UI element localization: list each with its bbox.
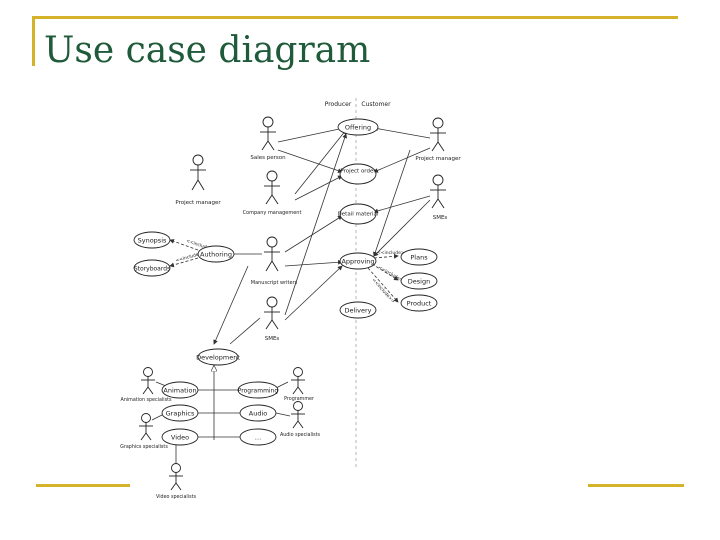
svg-text:Product: Product bbox=[407, 300, 432, 308]
lane-producer-label: Producer bbox=[325, 101, 352, 108]
edge-pm-offering bbox=[373, 126, 431, 139]
svg-text:Authoring: Authoring bbox=[200, 251, 232, 259]
edge-authoring-development bbox=[213, 265, 249, 345]
svg-text:Audio: Audio bbox=[249, 410, 267, 418]
actor-smes-bottom: SMEs bbox=[264, 296, 280, 342]
svg-text:Project manager: Project manager bbox=[415, 156, 461, 162]
use-case-offering: Offering bbox=[337, 118, 379, 136]
use-case-development: Development bbox=[196, 348, 240, 366]
actor-graphics-specialists: Graphics specialists bbox=[120, 413, 168, 450]
title-frame-top-rule bbox=[32, 16, 678, 19]
lane-labels: Producer Customer bbox=[325, 101, 391, 108]
use-case-approving: Approving bbox=[339, 252, 377, 270]
svg-text:Design: Design bbox=[408, 278, 430, 286]
use-case-animation: Animation bbox=[161, 381, 199, 399]
edge-sme-approving bbox=[373, 199, 431, 257]
svg-text:Sales person: Sales person bbox=[250, 155, 286, 161]
svg-text:SMEs: SMEs bbox=[265, 336, 280, 342]
actor-animation-specialists: Animation specialists bbox=[121, 367, 172, 403]
include-approving-product bbox=[367, 267, 399, 303]
use-case-more: … bbox=[239, 428, 277, 446]
svg-text:Animation specialists: Animation specialists bbox=[121, 397, 172, 403]
svg-text:…: … bbox=[255, 434, 262, 442]
slide-title: Use case diagram bbox=[44, 30, 371, 71]
edge-sme-detail bbox=[373, 195, 431, 214]
use-case-programming: Programming bbox=[237, 381, 279, 399]
use-case-authoring: Authoring bbox=[197, 245, 235, 263]
svg-text:Animation: Animation bbox=[163, 387, 196, 395]
actor-sales-person: Sales person bbox=[250, 116, 286, 161]
edge-pm-approving bbox=[373, 149, 411, 257]
actor-company-management: Company management bbox=[243, 170, 302, 216]
svg-text:Video specialists: Video specialists bbox=[156, 494, 196, 500]
footer-rule-right bbox=[588, 484, 684, 487]
edge-sales-offering bbox=[277, 126, 345, 143]
edge-smes-offering bbox=[284, 133, 347, 316]
use-case-product: Product bbox=[400, 294, 438, 312]
edge-programmer-programming bbox=[275, 381, 289, 389]
svg-text:Graphics specialists: Graphics specialists bbox=[120, 444, 168, 450]
use-case-design: Design bbox=[400, 272, 438, 290]
actor-audio-specialists: Audio specialists bbox=[280, 401, 321, 438]
edge-writers-detail bbox=[284, 215, 343, 253]
use-case-plans: Plans bbox=[400, 248, 438, 266]
use-case-storyboards: Storyboards bbox=[133, 259, 171, 277]
svg-text:Synopsis: Synopsis bbox=[138, 237, 167, 245]
svg-text:Project order: Project order bbox=[340, 169, 376, 175]
svg-text:Approving: Approving bbox=[341, 258, 374, 266]
actor-project-manager-left: Project manager bbox=[175, 154, 221, 206]
edge-smes-approving bbox=[284, 265, 343, 321]
svg-text:Detail material: Detail material bbox=[338, 212, 379, 218]
actor-video-specialists: Video specialists bbox=[156, 463, 196, 500]
actor-programmer: Programmer bbox=[284, 367, 314, 402]
svg-text:Programmer: Programmer bbox=[284, 396, 314, 402]
edge-mgmt-offering bbox=[294, 129, 347, 195]
include-approving-design bbox=[371, 263, 399, 281]
svg-text:Video: Video bbox=[171, 434, 189, 442]
title-frame-left-rule bbox=[32, 16, 35, 66]
actor-project-manager-right: Project manager bbox=[415, 117, 461, 162]
svg-text:Graphics: Graphics bbox=[166, 410, 195, 418]
use-case-delivery: Delivery bbox=[339, 301, 377, 319]
actor-smes-right: SMEs bbox=[430, 174, 448, 221]
use-case-project-order: Project order bbox=[339, 163, 377, 185]
associations bbox=[213, 126, 431, 345]
use-case-audio: Audio bbox=[239, 404, 277, 422]
svg-text:Company management: Company management bbox=[243, 210, 302, 216]
use-case-detail-material: Detail material bbox=[338, 203, 379, 225]
footer-rule-left bbox=[36, 484, 130, 487]
include-label-plans: <<include>> bbox=[377, 250, 409, 256]
use-case-graphics: Graphics bbox=[161, 404, 199, 422]
svg-text:Project manager: Project manager bbox=[175, 200, 221, 206]
development-generalization bbox=[190, 366, 240, 440]
svg-text:SMEs: SMEs bbox=[433, 215, 448, 221]
svg-text:Manuscript writers: Manuscript writers bbox=[251, 280, 298, 286]
edge-audiospec-audio bbox=[275, 412, 291, 417]
edge-smes-development bbox=[229, 317, 261, 345]
actor-manuscript-writers: Manuscript writers bbox=[251, 236, 298, 286]
include-approving-plans bbox=[373, 253, 399, 259]
edge-animspec-animation bbox=[155, 381, 167, 387]
svg-text:Delivery: Delivery bbox=[345, 307, 372, 315]
svg-text:Offering: Offering bbox=[345, 124, 371, 132]
svg-text:Programming: Programming bbox=[238, 388, 279, 395]
use-case-video: Video bbox=[161, 428, 199, 446]
include-label-product: <<include>> bbox=[371, 277, 397, 305]
edge-sales-order bbox=[277, 149, 343, 173]
svg-text:Storyboards: Storyboards bbox=[134, 266, 170, 273]
edge-writers-approving bbox=[284, 259, 343, 267]
edge-mgmt-order bbox=[294, 175, 343, 201]
svg-text:Plans: Plans bbox=[410, 254, 428, 262]
use-case-synopsis: Synopsis bbox=[133, 231, 171, 249]
lane-customer-label: Customer bbox=[361, 101, 391, 108]
svg-text:Audio specialists: Audio specialists bbox=[280, 432, 321, 438]
edge-pm-order bbox=[373, 147, 431, 173]
svg-text:Development: Development bbox=[196, 354, 240, 362]
